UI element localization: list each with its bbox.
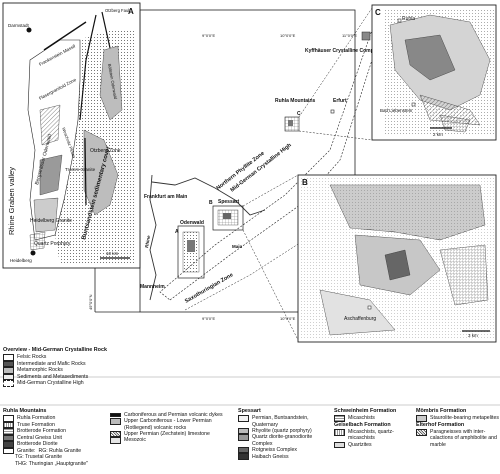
saxothuringian-label: Saxothuringian Zone: [184, 272, 234, 305]
ruhla-legend-item: Truse Formation: [17, 421, 55, 428]
volcanic-legend: Carboniferous and Permian volcanic dykes…: [110, 412, 235, 444]
mombris-item: Staurolite-bearing metapelites: [430, 415, 499, 422]
main-river-label: Main: [232, 244, 243, 249]
heidelberg-marker: [30, 250, 36, 256]
coord-bottom-2: 10°0'0"E: [280, 316, 296, 321]
darmstadt-label: Darmstadt: [8, 23, 30, 28]
ruhla-legend: Ruhla Mountains Ruhla Formation Truse Fo…: [3, 408, 123, 467]
ruhla-town-label: Ruhla: [402, 16, 415, 22]
ruhla-legend-item: Central Gneiss Unit: [17, 434, 62, 441]
schweinheim-legend: Schweinheim Formation Micaschists Geisel…: [334, 408, 414, 449]
volcanic-legend-item: Upper Permian (Zechstein) limestone: [124, 430, 210, 437]
overview-item: Metamorphic Rocks: [17, 367, 63, 374]
geiselbach-title: Geiselbach Formation: [334, 421, 391, 428]
spessart-box: [212, 205, 244, 231]
overview-title: Overview - Mid-German Crystalline Rock: [3, 347, 107, 353]
rhine-river: [149, 174, 157, 301]
mannheim-label: Mannheim: [140, 284, 165, 290]
coord-top-1: 9°0'0"E: [202, 33, 215, 38]
spessart-legend: Spessart Permian, Buntsandstein, Quatern…: [238, 408, 333, 460]
ruhla-legend-item: Brotterode Formation: [17, 428, 67, 435]
spessart-legend-item: Rhyolite (quartz porphyry): [252, 427, 312, 434]
panel-c-letter: C: [375, 8, 381, 17]
granite-item: RG: Ruhla Granite: [38, 447, 82, 454]
panel-a-scale: 10 km: [106, 251, 119, 256]
box-b-label: B: [209, 200, 213, 206]
volcanic-legend-item: Carboniferous and Permian volcanic dykes: [124, 412, 223, 418]
coord-left-1: 49°0'0"N: [88, 294, 93, 310]
heidelberg-label: Heidelberg: [10, 258, 32, 263]
overview-item: Felsic Rocks: [17, 354, 47, 361]
panel-b-scale: 3 km: [468, 333, 478, 338]
quartz-porphyry-label: Quartz Porphyry: [34, 241, 71, 247]
tromm-label: Tromm Granite: [65, 167, 96, 172]
bollstein-label: Böllstein Odenwald: [107, 63, 118, 100]
ruhla-legend-title: Ruhla Mountains: [3, 408, 47, 414]
odenwald-box: [177, 225, 205, 279]
mombris-legend: Mömbris Formation Staurolite-bearing met…: [416, 408, 499, 448]
erfurt-label: Erfurt: [333, 98, 347, 104]
otzberg-fault-label: Otzberg Fault: [105, 8, 131, 13]
geiselbach-item: Quartzites: [348, 441, 372, 448]
kyffhauser-box: [361, 31, 371, 41]
panel-a-letter: A: [128, 7, 134, 16]
odenwald-label: Odenwald: [180, 220, 204, 226]
overview-item: Mid-German Crystalline High: [17, 380, 84, 387]
otzberg-zone-label: Otzberg Zone: [90, 148, 121, 154]
mombris-title: Mömbris Formation: [416, 408, 467, 414]
granite-label: Granite:: [17, 447, 36, 454]
spessart-legend-item: Permian, Buntsandstein, Quaternary: [252, 415, 309, 428]
schweinheim-title: Schweinheim Formation: [334, 408, 397, 414]
frankfurt-label: Frankfurt am Main: [144, 194, 187, 200]
ruhla-mountains-label: Ruhla Mountains: [275, 98, 315, 104]
aschaffenburg-label: Aschaffenburg: [344, 316, 376, 322]
volcanic-legend-item: Upper Carboniferous - Lower Permian (Rot…: [124, 418, 212, 431]
coord-top-3: 11°0'0"E: [342, 33, 357, 38]
spessart-label: Spessart: [218, 199, 239, 205]
main-river: [151, 177, 266, 216]
coord-bottom-1: 9°0'0"E: [202, 316, 215, 321]
volcanic-legend-item: Mesozoic: [124, 437, 146, 444]
schweinheim-item: Micaschists: [348, 415, 375, 422]
panel-c-scale: 2 km: [433, 132, 443, 137]
overview-item: Intermediate and Mafic Rocks: [17, 360, 86, 367]
kyffhauser-label: Kyffhäuser Crystalline Complex: [305, 48, 381, 54]
overview-item: Sediments and Metasediments: [17, 373, 89, 380]
geiselbach-item: Micaschists, quartz-micaschists: [348, 429, 394, 442]
bad-liebenstein-label: Bad Liebenstein: [380, 108, 413, 113]
saxothuringian-boundary: [184, 199, 351, 311]
coord-top-2: 10°0'0"E: [280, 33, 296, 38]
rhine-river-label: Rhine: [144, 235, 151, 249]
granite-item: TG: Trusetal Granite: [15, 454, 62, 461]
spessart-legend-item: Rotgneiss Complex: [252, 447, 297, 454]
spessart-legend-item: Haibach Gneiss: [252, 453, 289, 460]
granite-item: THG: Thuringian „Hauptgranite": [15, 460, 88, 467]
ruhla-legend-item: Ruhla Formation: [17, 415, 56, 422]
elterhof-title: Elterhof Formation: [416, 421, 465, 428]
heidelberg-granite-label: Heidelberg Granite: [30, 218, 72, 224]
ruhla-legend-item: Brotterode Diorite: [17, 441, 58, 448]
erfurt-marker: [330, 109, 335, 114]
spessart-legend-item: Quartz diorite-granodiorite Complex: [252, 434, 313, 447]
elterhof-item: Paragneisses with inter-calactions of am…: [430, 429, 497, 448]
spessart-legend-title: Spessart: [238, 408, 261, 414]
rhine-graben-label: Rhine Graben valley: [7, 167, 16, 235]
box-c-label: C: [297, 111, 301, 117]
overview-legend: Overview - Mid-German Crystalline Rock F…: [3, 347, 303, 387]
darmstadt-marker: [26, 27, 32, 33]
box-a-label: A: [175, 229, 179, 235]
